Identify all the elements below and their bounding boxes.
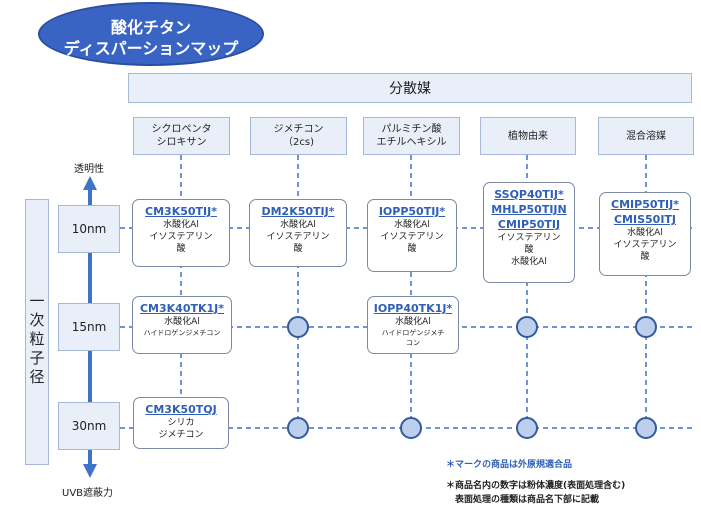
product-line: 酸 bbox=[640, 252, 650, 262]
product-cm3k50tqj[interactable]: CM3K50TQJ シリカ ジメチコン bbox=[133, 397, 229, 449]
size-10nm: 10nm bbox=[58, 205, 120, 253]
product-name: IOPP40TK1J* bbox=[373, 302, 453, 315]
product-line: イソステアリン bbox=[266, 232, 330, 242]
product-name: CM3K40TK1J* bbox=[139, 302, 225, 315]
product-name: SSQP40TIJ* bbox=[494, 188, 564, 201]
product-name: CMIP50TIJ* bbox=[611, 198, 679, 211]
product-line: 水酸化Al bbox=[395, 317, 431, 327]
header-dispersion-medium: 分散媒 bbox=[128, 73, 692, 103]
product-name: IOPP50TIJ* bbox=[378, 205, 446, 218]
product-line: イソステアリン bbox=[380, 232, 444, 242]
intersection-node bbox=[635, 316, 657, 338]
title-line-1: 酸化チタン bbox=[110, 18, 191, 37]
product-line: 水酸化Al bbox=[163, 220, 199, 230]
intersection-node bbox=[287, 316, 309, 338]
product-line: ジメチコン bbox=[158, 430, 204, 440]
vertical-title-box bbox=[25, 199, 49, 465]
product-dm2k50tij[interactable]: DM2K50TIJ* 水酸化Al イソステアリン 酸 bbox=[249, 199, 347, 267]
product-line: シリカ bbox=[167, 418, 195, 428]
product-cm3k40tk1j[interactable]: CM3K40TK1J* 水酸化Al ハイドロゲンジメチコン bbox=[132, 296, 232, 354]
intersection-node bbox=[516, 316, 538, 338]
product-line: 酸 bbox=[293, 244, 303, 254]
header-col-dimethicone: ジメチコン （2cs) bbox=[250, 117, 347, 155]
product-name: CM3K50TIJ* bbox=[145, 205, 217, 218]
product-name: CM3K50TQJ bbox=[145, 403, 217, 416]
header-col-line1: 植物由来 bbox=[508, 130, 548, 142]
product-line: イソステアリン bbox=[497, 233, 561, 243]
title-ellipse: 酸化チタン ディスパーションマップ bbox=[38, 2, 264, 66]
product-line: 酸 bbox=[524, 245, 534, 255]
header-col-line1: ジメチコン bbox=[273, 124, 324, 135]
title-line-2: ディスパーションマップ bbox=[63, 39, 239, 58]
product-name: CMIP50TIJ bbox=[497, 218, 561, 231]
product-line: 水酸化Al bbox=[164, 317, 200, 327]
product-plant-derived-group[interactable]: SSQP40TIJ* MHLP50TIJN CMIP50TIJ イソステアリン … bbox=[483, 182, 575, 283]
product-mixed-solvent-group[interactable]: CMIP50TIJ* CMIS50ITJ 水酸化Al イソステアリン 酸 bbox=[599, 192, 691, 276]
axis-top-label: 透明性 bbox=[74, 164, 104, 175]
header-col-line1: パルミチン酸 bbox=[381, 124, 442, 135]
product-line: ハイドロゲンジメチコン bbox=[143, 329, 221, 337]
product-line: 水酸化Al bbox=[280, 220, 316, 230]
product-name: DM2K50TIJ* bbox=[261, 205, 335, 218]
note-surface-treatment: 表面処理の種類は商品名下部に記載 bbox=[455, 495, 600, 505]
product-name: MHLP50TIJN bbox=[491, 203, 567, 216]
note-compliance: ＊マークの商品は外原規適合品 bbox=[446, 460, 573, 470]
header-col-line1: 混合溶媒 bbox=[626, 130, 666, 142]
header-col-plant-derived: 植物由来 bbox=[480, 117, 576, 155]
product-line: 水酸化Al bbox=[627, 228, 663, 238]
product-line: 酸 bbox=[176, 244, 186, 254]
product-name: CMIS50ITJ bbox=[613, 213, 677, 226]
header-col-line1: シクロペンタ bbox=[151, 124, 212, 135]
header-col-line2: （2cs) bbox=[283, 137, 314, 148]
axis-bottom-label: UVB遮蔽力 bbox=[62, 488, 114, 499]
product-line: 酸 bbox=[407, 244, 417, 254]
product-line: イソステアリン bbox=[149, 232, 213, 242]
size-15nm: 15nm bbox=[58, 303, 120, 351]
product-line: 水酸化Al bbox=[394, 220, 430, 230]
intersection-node bbox=[516, 417, 538, 439]
product-line: イソステアリン bbox=[613, 240, 677, 250]
product-line: コン bbox=[406, 339, 420, 347]
product-iopp40tk1j[interactable]: IOPP40TK1J* 水酸化Al ハイドロゲンジメチ コン bbox=[367, 296, 459, 354]
intersection-node bbox=[287, 417, 309, 439]
product-line: ハイドロゲンジメチ bbox=[381, 329, 445, 337]
header-col-cyclopentasiloxane: シクロペンタ シロキサン bbox=[133, 117, 230, 155]
header-col-mixed-solvent: 混合溶媒 bbox=[598, 117, 694, 155]
header-col-ethylhexyl-palmitate: パルミチン酸 エチルヘキシル bbox=[363, 117, 460, 155]
intersection-node bbox=[635, 417, 657, 439]
header-col-line2: エチルヘキシル bbox=[376, 137, 447, 148]
size-30nm: 30nm bbox=[58, 402, 120, 450]
product-cm3k50tij[interactable]: CM3K50TIJ* 水酸化Al イソステアリン 酸 bbox=[132, 199, 230, 267]
product-iopp50tij[interactable]: IOPP50TIJ* 水酸化Al イソステアリン 酸 bbox=[367, 199, 457, 272]
note-concentration: ＊商品名内の数字は粉体濃度(表面処理含む) bbox=[446, 481, 626, 491]
header-col-line2: シロキサン bbox=[156, 137, 207, 148]
intersection-node bbox=[400, 417, 422, 439]
vertical-title: 一次粒子径 bbox=[29, 292, 45, 386]
product-line: 水酸化Al bbox=[511, 257, 547, 267]
